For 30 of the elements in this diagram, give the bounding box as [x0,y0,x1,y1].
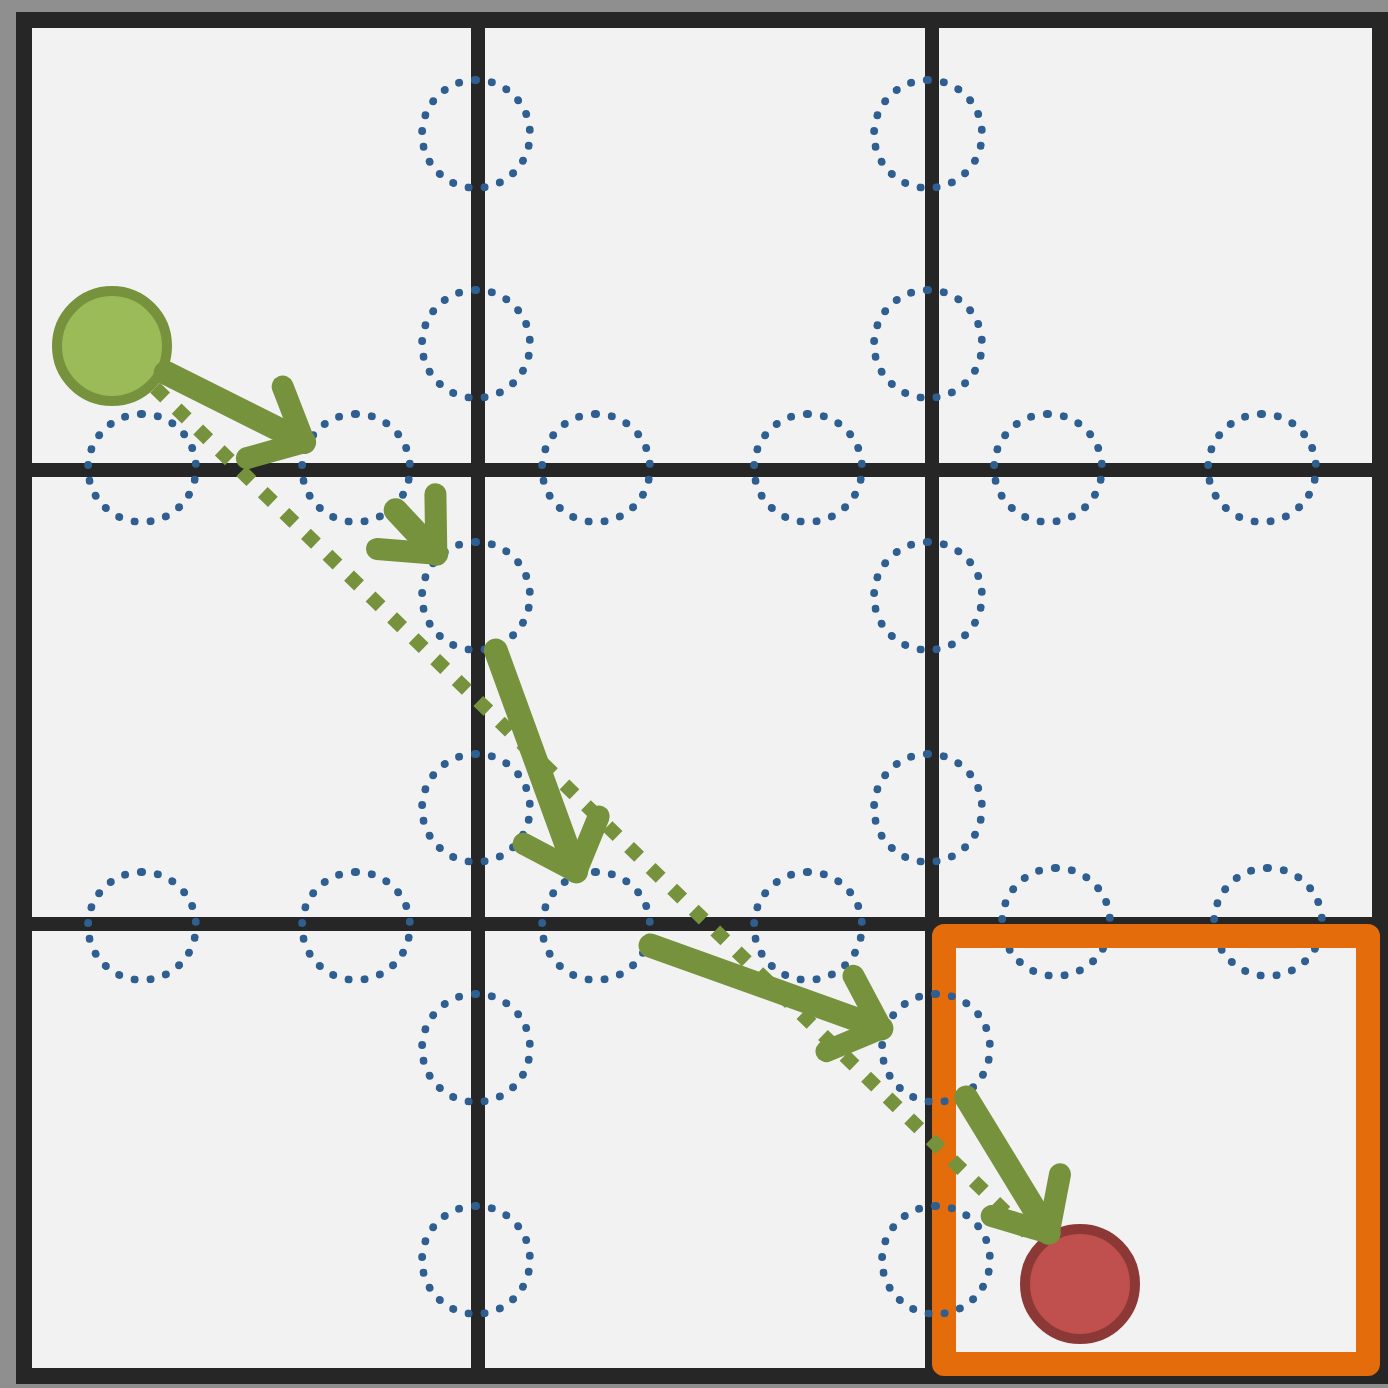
dotted-circle [418,750,534,866]
arrow [638,933,894,1063]
dotted-circle [418,76,534,192]
arrow [483,638,610,884]
dotted-circle [418,990,534,1106]
dotted-circle [870,286,986,402]
dotted-circle [84,410,200,526]
dotted-circle [298,410,414,526]
arrow [954,1085,1071,1245]
dotted-circle [538,868,654,984]
arrow [153,360,317,470]
dotted-circle [418,538,534,654]
highlight-frame [932,924,1380,1376]
dotted-circle [1204,410,1320,526]
dotted-circle [870,538,986,654]
dotted-circle [538,410,654,526]
dotted-circle [418,1202,534,1318]
dotted-circle [878,1202,994,1318]
dotted-circle [990,410,1106,526]
dotted-circle [750,868,866,984]
dotted-circle [870,76,986,192]
dotted-circle [84,868,200,984]
dotted-circle [298,868,414,984]
arrow [366,483,449,566]
dotted-circle [870,750,986,866]
dotted-circle [1210,864,1326,980]
dotted-circle [878,990,994,1106]
dotted-circle [750,410,866,526]
dotted-circle [998,864,1114,980]
dotted-circle [418,286,534,402]
